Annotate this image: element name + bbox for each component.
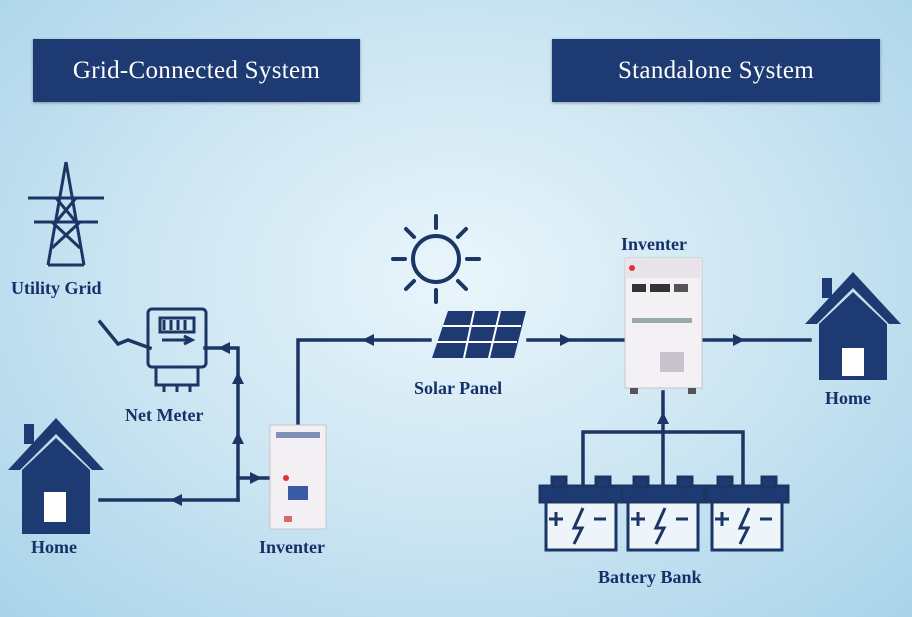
inverter-unit-icon-left <box>269 424 327 530</box>
arrow-left-meter <box>218 342 230 354</box>
battery-icon-2 <box>620 475 706 552</box>
solar-panel-label: Solar Panel <box>414 378 503 398</box>
electric-meter-icon <box>146 307 208 392</box>
home-left-label: Home <box>31 537 77 557</box>
net-meter-label: Net Meter <box>125 405 204 425</box>
house-door-right <box>842 348 864 376</box>
sun-icon <box>391 214 481 304</box>
line-battery-bus <box>581 430 745 490</box>
connection-lines <box>97 319 812 502</box>
line-grid-to-meter <box>97 319 153 351</box>
line-meter-to-junction <box>203 346 240 502</box>
arrow-inverter-left <box>250 472 262 484</box>
battery-icon-1 <box>538 475 624 552</box>
transmission-tower-icon <box>28 161 104 267</box>
flow-arrows <box>170 334 745 506</box>
inverter-left-label: Inventer <box>259 537 325 557</box>
standalone-header: Standalone System <box>552 39 880 102</box>
house-icon-right <box>805 272 901 380</box>
home-right-label: Home <box>825 388 871 408</box>
grid-connected-header: Grid-Connected System <box>33 39 360 102</box>
arrow-right-panel <box>560 334 572 346</box>
arrow-battery <box>657 412 669 424</box>
solar-panel-icon <box>432 310 526 359</box>
arrow-right-home <box>733 334 745 346</box>
battery-icon-3 <box>704 475 790 552</box>
battery-bank-label: Battery Bank <box>598 567 702 587</box>
arrow-left-panel <box>362 334 374 346</box>
house-icon-left <box>8 418 104 534</box>
arrow-up-1 <box>232 372 244 384</box>
line-inverter-left-up <box>296 338 432 427</box>
utility-grid-label: Utility Grid <box>11 278 102 298</box>
house-door-left <box>44 492 66 522</box>
inverter-right-label: Inventer <box>621 234 687 254</box>
arrow-up-2 <box>232 432 244 444</box>
inverter-unit-icon-right <box>624 257 703 394</box>
arrow-left-home <box>170 494 182 506</box>
